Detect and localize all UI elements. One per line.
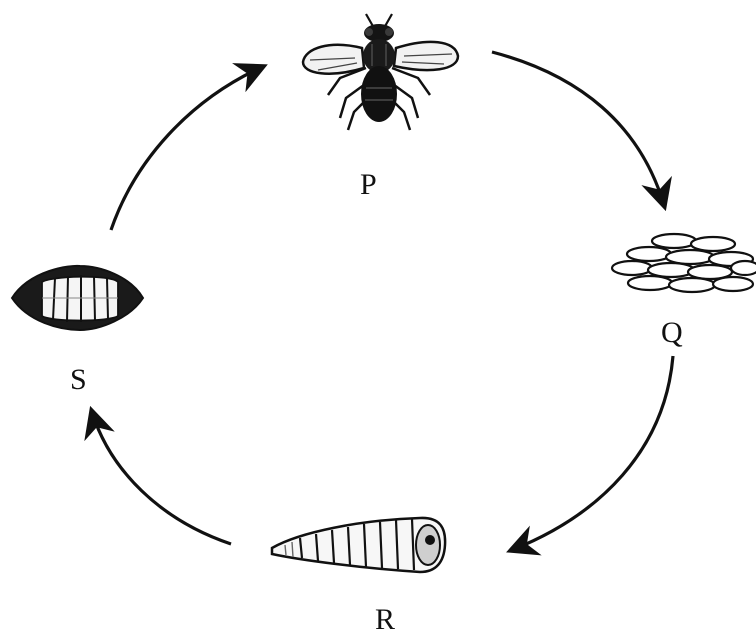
egg-cluster-icon <box>612 234 756 292</box>
label-p: P <box>360 170 377 200</box>
label-r: R <box>375 605 395 635</box>
arrow-q-to-r <box>512 356 673 550</box>
pupa-icon <box>12 266 143 330</box>
label-s: S <box>70 365 87 395</box>
label-q: Q <box>661 318 683 348</box>
maggot-larva-icon <box>272 518 445 572</box>
housefly-adult-icon <box>303 14 458 130</box>
arrow-s-to-p <box>111 67 262 230</box>
arrow-p-to-q <box>492 52 664 205</box>
arrow-r-to-s <box>92 412 231 544</box>
